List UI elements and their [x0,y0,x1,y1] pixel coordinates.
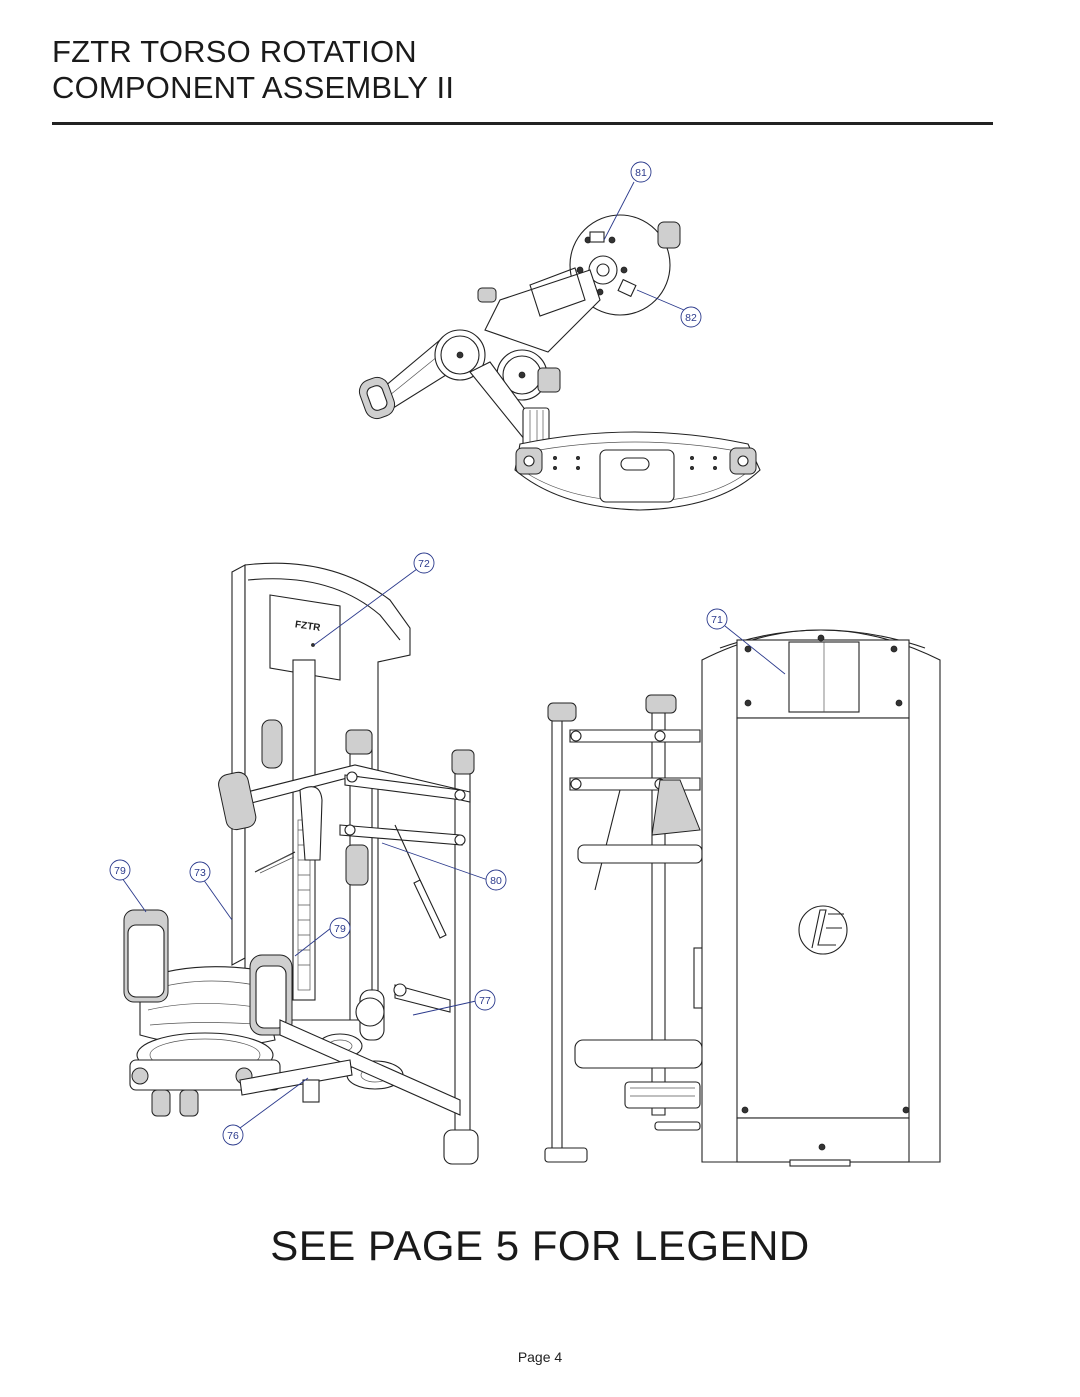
title-line-2: COMPONENT ASSEMBLY II [52,70,455,105]
legend-reference-note: SEE PAGE 5 FOR LEGEND [270,1222,810,1269]
page-number: Page 4 [517,1349,563,1365]
svg-text:72: 72 [418,558,430,570]
svg-text:82: 82 [685,312,697,324]
isometric-view-drawing: FZTR [123,562,479,1165]
side-view-drawing [544,629,941,1167]
callout-77: 77 [474,989,496,1011]
callout-80: 80 [485,869,507,891]
callout-73: 73 [189,861,211,883]
callout-82: 82 [680,306,702,328]
fztr-brand-label: FZTR [294,619,322,634]
callout-79-pad: 79 [329,917,351,939]
svg-text:76: 76 [227,1130,239,1142]
title-rule [52,122,993,125]
svg-text:81: 81 [635,167,647,179]
leader-lines [121,181,786,1129]
callout-79-seat: 79 [109,859,131,881]
top-view-drawing [358,214,761,511]
title-line-1: FZTR TORSO ROTATION [52,34,417,69]
svg-text:71: 71 [711,614,723,626]
callout-81: 81 [630,161,652,183]
svg-text:80: 80 [490,875,502,887]
callout-76: 76 [222,1124,244,1146]
svg-text:73: 73 [194,867,206,879]
svg-text:77: 77 [479,995,491,1007]
callout-71: 71 [706,608,728,630]
brand-logo [798,905,848,955]
svg-text:79: 79 [334,923,346,935]
page-title: FZTR TORSO ROTATION COMPONENT ASSEMBLY I… [52,34,454,106]
svg-text:79: 79 [114,865,126,877]
callout-72: 72 [413,552,435,574]
